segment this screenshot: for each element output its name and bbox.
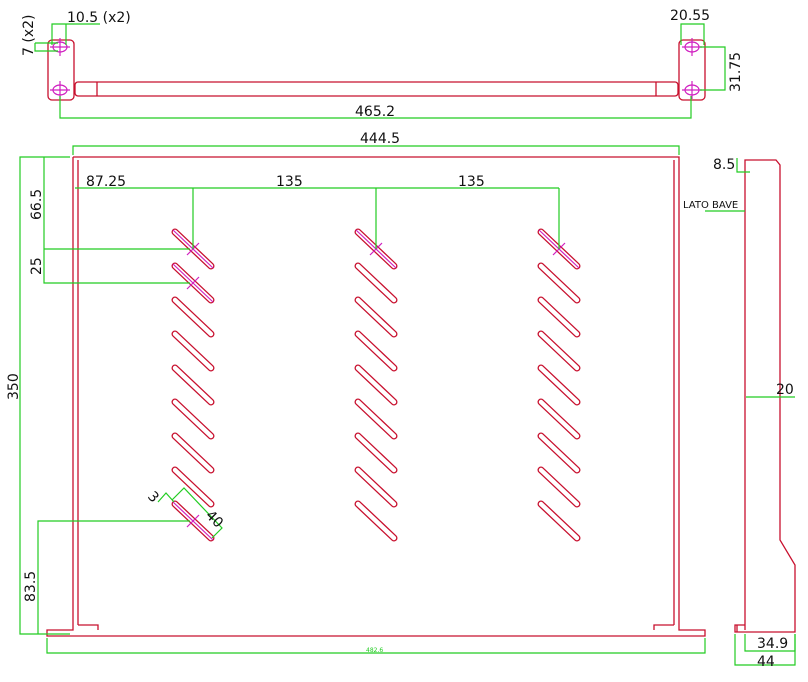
slot [537, 466, 581, 508]
slot [354, 398, 398, 440]
left-ear [47, 39, 75, 101]
slot [171, 500, 215, 542]
dim-hole-span: 465.2 [355, 104, 395, 120]
slot [354, 262, 398, 304]
dim-slot-pitch: 25 [29, 257, 45, 275]
slot [537, 398, 581, 440]
slot-grid [171, 228, 581, 542]
slot [354, 432, 398, 474]
dim-hole-width: 10.5 (x2) [67, 10, 131, 26]
slot [537, 296, 581, 338]
side-label: LATO BAVE [683, 200, 738, 211]
dim-bottom-offset: 83.5 [23, 571, 39, 602]
dim-column-spacing-1: 135 [276, 174, 303, 190]
dim-overall-width: 482.6 [366, 647, 383, 654]
slot [537, 364, 581, 406]
slot [171, 398, 215, 440]
slot [171, 262, 215, 304]
slot [537, 330, 581, 372]
slot [354, 466, 398, 508]
slot [171, 364, 215, 406]
top-view: 10.5 (x2) 7 (x2) 20.55 31.75 465.2 [21, 8, 744, 120]
dim-side-flange: 8.5 [713, 157, 735, 173]
slot [354, 330, 398, 372]
slot [537, 432, 581, 474]
slot [354, 296, 398, 338]
slot [537, 262, 581, 304]
dim-side-depth-inner: 34.9 [757, 636, 788, 652]
mounting-holes [50, 38, 702, 99]
dim-top-offset: 66.5 [29, 189, 45, 220]
dim-column-spacing-2: 135 [458, 174, 485, 190]
dim-side-height: 20 [776, 382, 794, 398]
slot [171, 432, 215, 474]
dim-depth: 350 [6, 373, 22, 400]
dim-side-depth-outer: 44 [757, 654, 775, 670]
slot [354, 364, 398, 406]
dim-inner-width: 444.5 [360, 131, 400, 147]
shelf-edge [74, 81, 679, 97]
dim-hole-offset: 7 (x2) [21, 15, 37, 56]
slot [354, 500, 398, 542]
slot [171, 330, 215, 372]
dim-ear-width: 20.55 [670, 8, 710, 24]
front-view: 444.5 87.25 135 135 66.5 25 350 83.5 3 4… [6, 131, 706, 654]
dim-hole-spacing: 31.75 [728, 52, 744, 92]
slot [171, 466, 215, 508]
dim-slot-width: 3 [144, 489, 162, 507]
slot [537, 500, 581, 542]
dim-first-column: 87.25 [86, 174, 126, 190]
side-view: 8.5 LATO BAVE 20 34.9 44 [683, 157, 796, 670]
slot [171, 296, 215, 338]
